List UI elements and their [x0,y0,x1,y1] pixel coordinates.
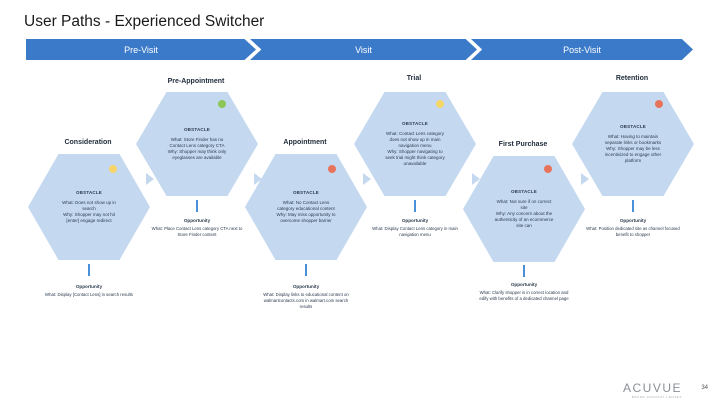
opportunity-heading: Opportunity [401,218,429,223]
opportunity-retention: Opportunity What: Position dedicated sit… [585,218,681,238]
obstacle-label: OBSTACLE [510,188,538,194]
obstacle-label: OBSTACLE [292,189,320,195]
page-title: User Paths - Experienced Switcher [24,13,265,30]
obstacle-what: What: Not sure if on correct site [496,198,552,210]
opportunity-text: What: Clarify shopper is in correct loca… [479,290,569,302]
chevron-right-icon [363,173,371,185]
phase-pre-visit: Pre-Visit [26,39,256,60]
obstacle-why: Why: Shopper may think only eyeglasses a… [167,149,227,161]
obstacle-label: OBSTACLE [75,189,103,195]
connector-line [88,264,90,276]
phase-label: Post-Visit [563,44,601,55]
phase-label: Visit [355,44,372,55]
chevron-right-icon [254,173,262,185]
status-dot [436,100,444,108]
status-dot [544,165,552,173]
stage-title-appointment: Appointment [283,139,327,146]
stage-hex-retention: OBSTACLE What: Having to maintain separa… [572,92,694,196]
stage-hex-trial: OBSTACLE What: Contact Lens category doe… [354,92,476,196]
stage-title-pre-appointment: Pre-Appointment [167,78,225,85]
stage-title-consideration: Consideration [64,139,112,146]
obstacle-what: What: Contact Lens category does not sho… [385,130,445,148]
opportunity-heading: Opportunity [183,218,211,223]
opportunity-appointment: Opportunity What: Display links to educa… [258,284,354,310]
stage-hex-consideration: OBSTACLE What: Does not show up in searc… [28,154,150,260]
brand-logo-sub: BRAND CONTACT LENSES [631,395,682,399]
obstacle-why: Why: Shopper may be less incentivized to… [604,146,662,164]
stage-hex-pre-appointment: OBSTACLE What: Store Finder has no Conta… [136,92,258,196]
obstacle-what: What: Does not show up in search [62,199,116,211]
phase-post-visit: Post-Visit [471,39,693,60]
status-dot [655,100,663,108]
opportunity-text: What: Display [Contact Lens] in search r… [45,292,133,298]
opportunity-heading: Opportunity [75,284,103,289]
obstacle-what: What: Store Finder has no Contact Lens c… [169,136,225,148]
chevron-right-icon [581,173,589,185]
opportunity-text: What: Position dedicated site as channel… [586,226,680,238]
opportunity-consideration: Opportunity What: Display [Contact Lens]… [41,284,137,298]
phase-label: Pre-Visit [124,44,158,55]
stage-hex-appointment: OBSTACLE What: No Contact Lens category … [245,154,367,260]
opportunity-text: What: Display links to educational conte… [263,292,349,310]
stage-hex-first-purchase: OBSTACLE What: Not sure if on correct si… [463,156,585,262]
opportunity-heading: Opportunity [619,218,647,223]
status-dot [109,165,117,173]
phase-visit: Visit [250,39,477,60]
chevron-right-icon [472,173,480,185]
stage-title-trial: Trial [406,75,422,82]
chevron-right-icon [146,173,154,185]
obstacle-why: Why: Shopper may not hit [enter] engage … [63,212,115,224]
opportunity-trial: Opportunity What: Display Contact Lens c… [367,218,463,238]
opportunity-text: What: Display Contact Lens category in m… [372,226,458,238]
obstacle-label: OBSTACLE [401,120,429,126]
obstacle-label: OBSTACLE [183,126,211,132]
opportunity-first-purchase: Opportunity What: Clarify shopper is in … [476,282,572,302]
opportunity-heading: Opportunity [510,282,538,287]
obstacle-what: What: Having to maintain separate links … [604,133,662,145]
connector-line [305,264,307,276]
opportunity-pre-appointment: Opportunity What: Place Contact Lens cat… [149,218,245,238]
connector-line [414,200,416,212]
connector-line [523,265,525,277]
obstacle-why: Why: May miss opportunity to overcome sh… [276,212,336,224]
opportunity-heading: Opportunity [292,284,320,289]
obstacle-why: Why: Any concern about the authenticity … [494,211,554,229]
connector-line [632,200,634,212]
obstacle-what: What: No Contact Lens category education… [277,199,335,211]
status-dot [218,100,226,108]
connector-line [196,200,198,212]
obstacle-why: Why: Shopper navigating to seek trial mi… [385,149,445,167]
opportunity-text: What: Place Contact Lens category CTA ne… [151,226,243,238]
brand-logo: ACUVUE [622,381,682,395]
page-number: 34 [701,385,708,391]
obstacle-label: OBSTACLE [619,123,647,129]
status-dot [328,165,336,173]
stage-title-retention: Retention [615,75,649,82]
stage-title-first-purchase: First Purchase [498,141,548,148]
